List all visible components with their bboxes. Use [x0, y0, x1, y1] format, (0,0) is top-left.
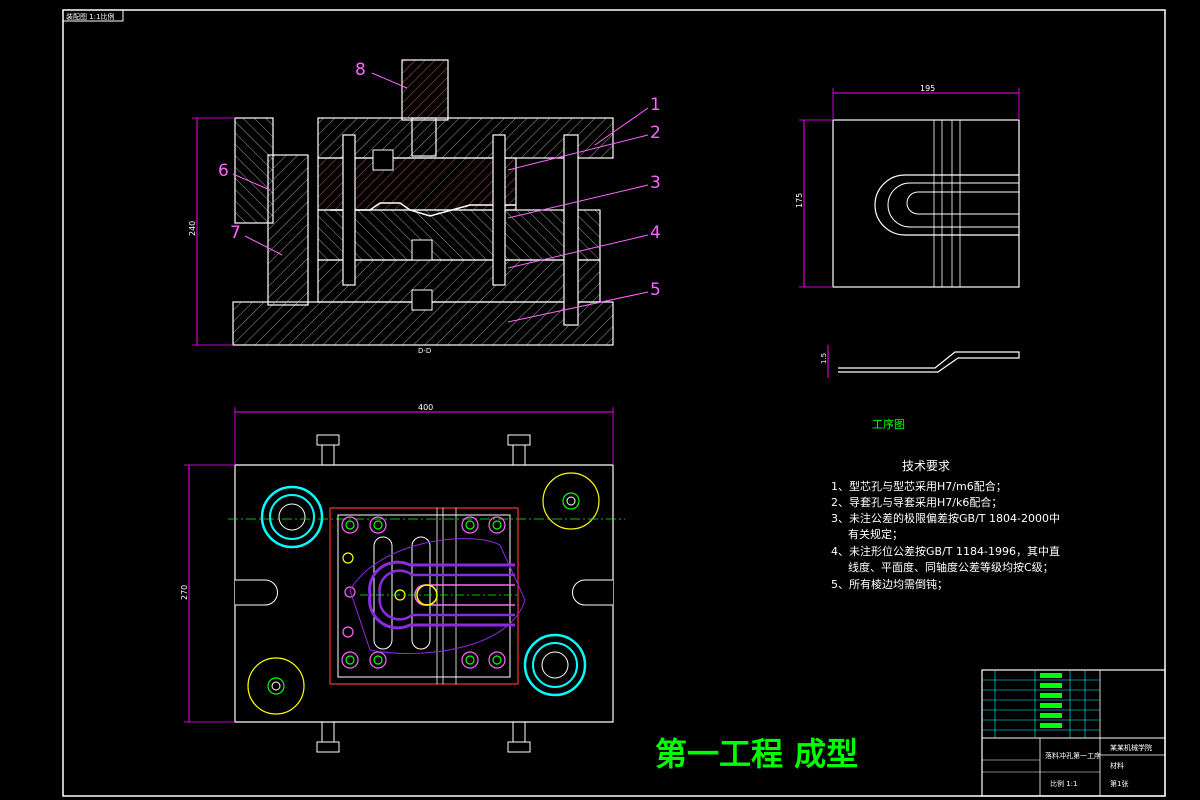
- tech-item-1: 1、型芯孔与型芯采用H7/m6配合；: [831, 479, 1007, 493]
- dim-part-width: 195: [920, 84, 935, 93]
- tech-item-3: 3、未注公差的极限偏差按GB/T 1804-2000中: [831, 511, 1060, 525]
- title-material: 材料: [1110, 761, 1124, 770]
- plan-outline: [234, 464, 614, 723]
- ejector-2: [411, 239, 433, 261]
- dim-front-height: 240: [188, 221, 197, 236]
- lower-die: [317, 209, 601, 261]
- title-sheet: 第1张: [1110, 779, 1128, 788]
- shank-neck: [411, 117, 437, 157]
- guide-bush-top-left: [260, 485, 324, 549]
- tech-item-2: 2、导套孔与导套采用H7/k6配合；: [831, 495, 1002, 509]
- bolt-bottom-right: [507, 721, 531, 753]
- header-tag-text: 装配图 1:1比例: [66, 12, 115, 21]
- bolt-bottom-left: [316, 721, 340, 753]
- bolt-top-right: [507, 434, 531, 466]
- part-side-profile: [838, 351, 1020, 373]
- lower-support: [317, 259, 601, 303]
- part-u-outer: [874, 174, 1019, 236]
- tech-item-4b: 线度、平面度、同轴度公差等级均按C级；: [848, 560, 1054, 574]
- part-view: 195 175 1.5 工序图: [795, 84, 1020, 431]
- callout-3: 3: [650, 173, 661, 193]
- process-label: 工序图: [872, 417, 905, 431]
- shank: [401, 59, 449, 121]
- title-block: 落料冲孔第一工序 某某机械学院 比例 1:1 材料 第1张: [981, 669, 1166, 797]
- callout-4: 4: [650, 223, 661, 243]
- tech-title: 技术要求: [902, 459, 950, 473]
- guide-pin-2: [492, 134, 506, 286]
- part-u-inner: [906, 191, 1019, 215]
- plan-part-purple: [368, 560, 515, 630]
- guide-pin-top-right: [542, 472, 600, 530]
- part-u-mid: [887, 182, 1019, 228]
- callout-6: 6: [218, 161, 229, 181]
- callout-5: 5: [650, 280, 661, 300]
- forming-profile: [330, 202, 516, 217]
- dim-plan-height: 270: [180, 585, 189, 600]
- dim-part-height: 175: [795, 193, 804, 208]
- dim-plan-width: 400: [418, 403, 433, 412]
- tech-item-5: 5、所有棱边均需倒钝；: [831, 577, 948, 591]
- tech-requirements: 技术要求 1、型芯孔与型芯采用H7/m6配合； 2、导套孔与导套采用H7/k6配…: [831, 459, 1060, 591]
- tech-item-4: 4、未注形位公差按GB/T 1184-1996，其中直: [831, 544, 1060, 558]
- outer-frame: [62, 9, 1166, 797]
- side-plate-left: [234, 117, 274, 224]
- callouts: 8 1 2 3 4 5 6 7: [218, 60, 661, 323]
- callout-7: 7: [230, 223, 241, 243]
- title-scale: 比例 1:1: [1050, 779, 1078, 788]
- bolt-top-left: [316, 434, 340, 466]
- tech-item-3b: 有关规定；: [848, 527, 903, 541]
- title-school: 某某机械学院: [1110, 743, 1152, 752]
- dim-part-thickness: 1.5: [820, 353, 828, 364]
- front-section-view: 240 D-D: [188, 59, 614, 355]
- guide-pin-1: [342, 134, 356, 286]
- guide-bush-bottom-right: [523, 633, 587, 697]
- guide-column-left: [267, 154, 309, 306]
- guide-pin-bottom-left: [247, 657, 305, 715]
- title-drawing-name: 落料冲孔第一工序: [1045, 751, 1101, 760]
- guide-pin-3: [563, 134, 579, 326]
- callout-8: 8: [355, 60, 366, 80]
- part-outline: [832, 119, 1020, 288]
- ejector-3: [411, 289, 433, 311]
- header-tag: 装配图 1:1比例: [62, 9, 124, 22]
- callout-1: 1: [650, 95, 661, 115]
- ejector-1: [372, 149, 394, 171]
- stage-title: 第一工程 成型: [655, 735, 858, 773]
- plan-view: 400 270: [180, 403, 625, 753]
- dim-front-base: D-D: [418, 347, 431, 355]
- die-block: [329, 507, 519, 685]
- callout-2: 2: [650, 123, 661, 143]
